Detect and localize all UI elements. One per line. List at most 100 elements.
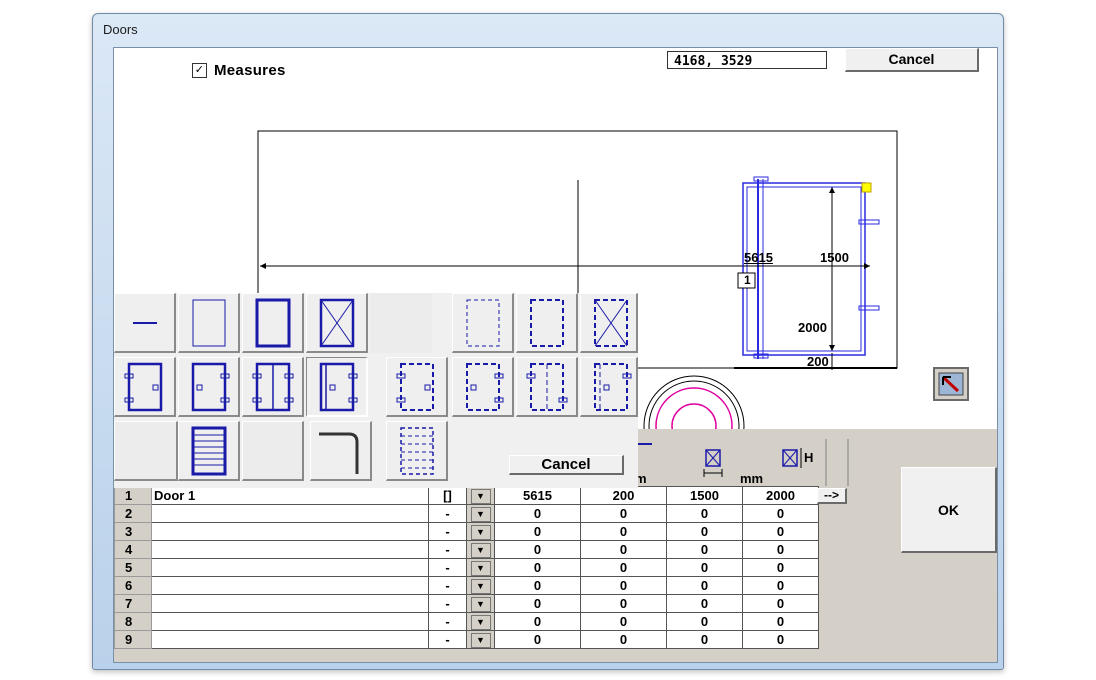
row-value-4[interactable]: 2000 <box>742 486 819 505</box>
cancel-button[interactable]: Cancel <box>845 48 979 72</box>
chevron-down-icon[interactable]: ▼ <box>470 633 491 648</box>
door-type-thin-frame[interactable] <box>178 293 240 353</box>
door-type-dashed-swing[interactable] <box>580 357 638 417</box>
chevron-down-icon[interactable]: ▼ <box>470 615 491 630</box>
row-value-4[interactable]: 0 <box>742 540 819 559</box>
row-value-1[interactable]: 0 <box>494 630 581 649</box>
row-value-3[interactable]: 1500 <box>666 486 743 505</box>
row-value-2[interactable]: 0 <box>580 630 667 649</box>
door-type-line[interactable] <box>114 293 176 353</box>
row-type-cell[interactable]: - <box>428 504 467 523</box>
door-type-dashed-shutter[interactable] <box>386 421 448 481</box>
row-type-cell[interactable]: - <box>428 612 467 631</box>
row-value-4[interactable]: 0 <box>742 522 819 541</box>
door-type-dashed-hinged-right[interactable] <box>452 357 514 417</box>
chevron-down-icon[interactable]: ▼ <box>470 525 491 540</box>
row-value-1[interactable]: 0 <box>494 558 581 577</box>
row-value-2[interactable]: 0 <box>580 558 667 577</box>
door-type-selected[interactable] <box>306 357 368 417</box>
row-value-2[interactable]: 0 <box>580 576 667 595</box>
row-dropdown[interactable]: ▼ <box>466 594 495 613</box>
row-dropdown[interactable]: ▼ <box>466 522 495 541</box>
row-value-1[interactable]: 0 <box>494 612 581 631</box>
row-name-cell[interactable] <box>151 504 429 523</box>
row-type-cell[interactable]: [] <box>428 486 467 505</box>
row-value-1[interactable]: 0 <box>494 594 581 613</box>
row-value-1[interactable]: 0 <box>494 540 581 559</box>
row-value-3[interactable]: 0 <box>666 558 743 577</box>
row-value-3[interactable]: 0 <box>666 576 743 595</box>
chevron-down-icon[interactable]: ▼ <box>470 579 491 594</box>
row-type-cell[interactable]: - <box>428 522 467 541</box>
chevron-down-icon[interactable]: ▼ <box>470 489 491 504</box>
door-type-dashed-hinged-left[interactable] <box>386 357 448 417</box>
row-value-4[interactable]: 0 <box>742 558 819 577</box>
row-dropdown[interactable]: ▼ <box>466 504 495 523</box>
chevron-down-icon[interactable]: ▼ <box>470 543 491 558</box>
door-type-hinged-left[interactable] <box>114 357 176 417</box>
door-type-shutter[interactable] <box>178 421 240 481</box>
row-dropdown[interactable]: ▼ <box>466 612 495 631</box>
row-value-3[interactable]: 0 <box>666 540 743 559</box>
row-name-cell[interactable] <box>151 612 429 631</box>
door-type-crossed[interactable] <box>306 293 368 353</box>
row-value-2[interactable]: 0 <box>580 540 667 559</box>
row-value-2[interactable]: 0 <box>580 504 667 523</box>
row-value-2[interactable]: 200 <box>580 486 667 505</box>
row-name-cell[interactable] <box>151 630 429 649</box>
row-name-cell[interactable] <box>151 576 429 595</box>
row-value-1[interactable]: 0 <box>494 504 581 523</box>
row-value-3[interactable]: 0 <box>666 612 743 631</box>
row-name-cell[interactable] <box>151 540 429 559</box>
row-value-4[interactable]: 0 <box>742 594 819 613</box>
row-name-cell[interactable] <box>151 522 429 541</box>
chevron-down-icon[interactable]: ▼ <box>470 507 491 522</box>
row-type-cell[interactable]: - <box>428 576 467 595</box>
next-arrow-button[interactable]: --> <box>817 488 847 504</box>
row-name-cell[interactable] <box>151 558 429 577</box>
door-type-dashed[interactable] <box>516 293 578 353</box>
row-value-4[interactable]: 0 <box>742 504 819 523</box>
row-type-cell[interactable]: - <box>428 594 467 613</box>
door-type-dashed-thin[interactable] <box>452 293 514 353</box>
row-value-4[interactable]: 0 <box>742 576 819 595</box>
door-type-dashed-double[interactable] <box>516 357 578 417</box>
measures-checkbox[interactable]: ✓ <box>192 63 207 78</box>
row-value-4[interactable]: 0 <box>742 612 819 631</box>
row-value-2[interactable]: 0 <box>580 594 667 613</box>
row-dropdown[interactable]: ▼ <box>466 576 495 595</box>
row-value-3[interactable]: 0 <box>666 504 743 523</box>
row-value-4[interactable]: 0 <box>742 630 819 649</box>
door-type-dashed-crossed[interactable] <box>580 293 638 353</box>
door-type-double[interactable] <box>242 357 304 417</box>
row-dropdown[interactable]: ▼ <box>466 558 495 577</box>
row-name-cell[interactable]: Door 1 <box>151 486 429 505</box>
row-type-cell[interactable]: - <box>428 558 467 577</box>
door-type-hinged-right[interactable] <box>178 357 240 417</box>
row-value-2[interactable]: 0 <box>580 612 667 631</box>
door-drawing[interactable] <box>737 176 880 370</box>
row-dropdown[interactable]: ▼ <box>466 630 495 649</box>
pencil-tool-button[interactable] <box>933 367 969 401</box>
row-dropdown[interactable]: ▼ <box>466 486 495 505</box>
ok-button[interactable]: OK <box>901 467 997 553</box>
row-dropdown[interactable]: ▼ <box>466 540 495 559</box>
door-type-corner[interactable] <box>310 421 372 481</box>
row-value-1[interactable]: 0 <box>494 522 581 541</box>
row-type-cell[interactable]: - <box>428 540 467 559</box>
measures-option[interactable]: ✓ Measures <box>192 62 286 79</box>
row-value-3[interactable]: 0 <box>666 522 743 541</box>
row-name-cell[interactable] <box>151 594 429 613</box>
chevron-down-icon[interactable]: ▼ <box>470 597 491 612</box>
row-value-3[interactable]: 0 <box>666 630 743 649</box>
door-type-thick-frame[interactable] <box>242 293 304 353</box>
drawing-canvas[interactable] <box>114 48 997 448</box>
